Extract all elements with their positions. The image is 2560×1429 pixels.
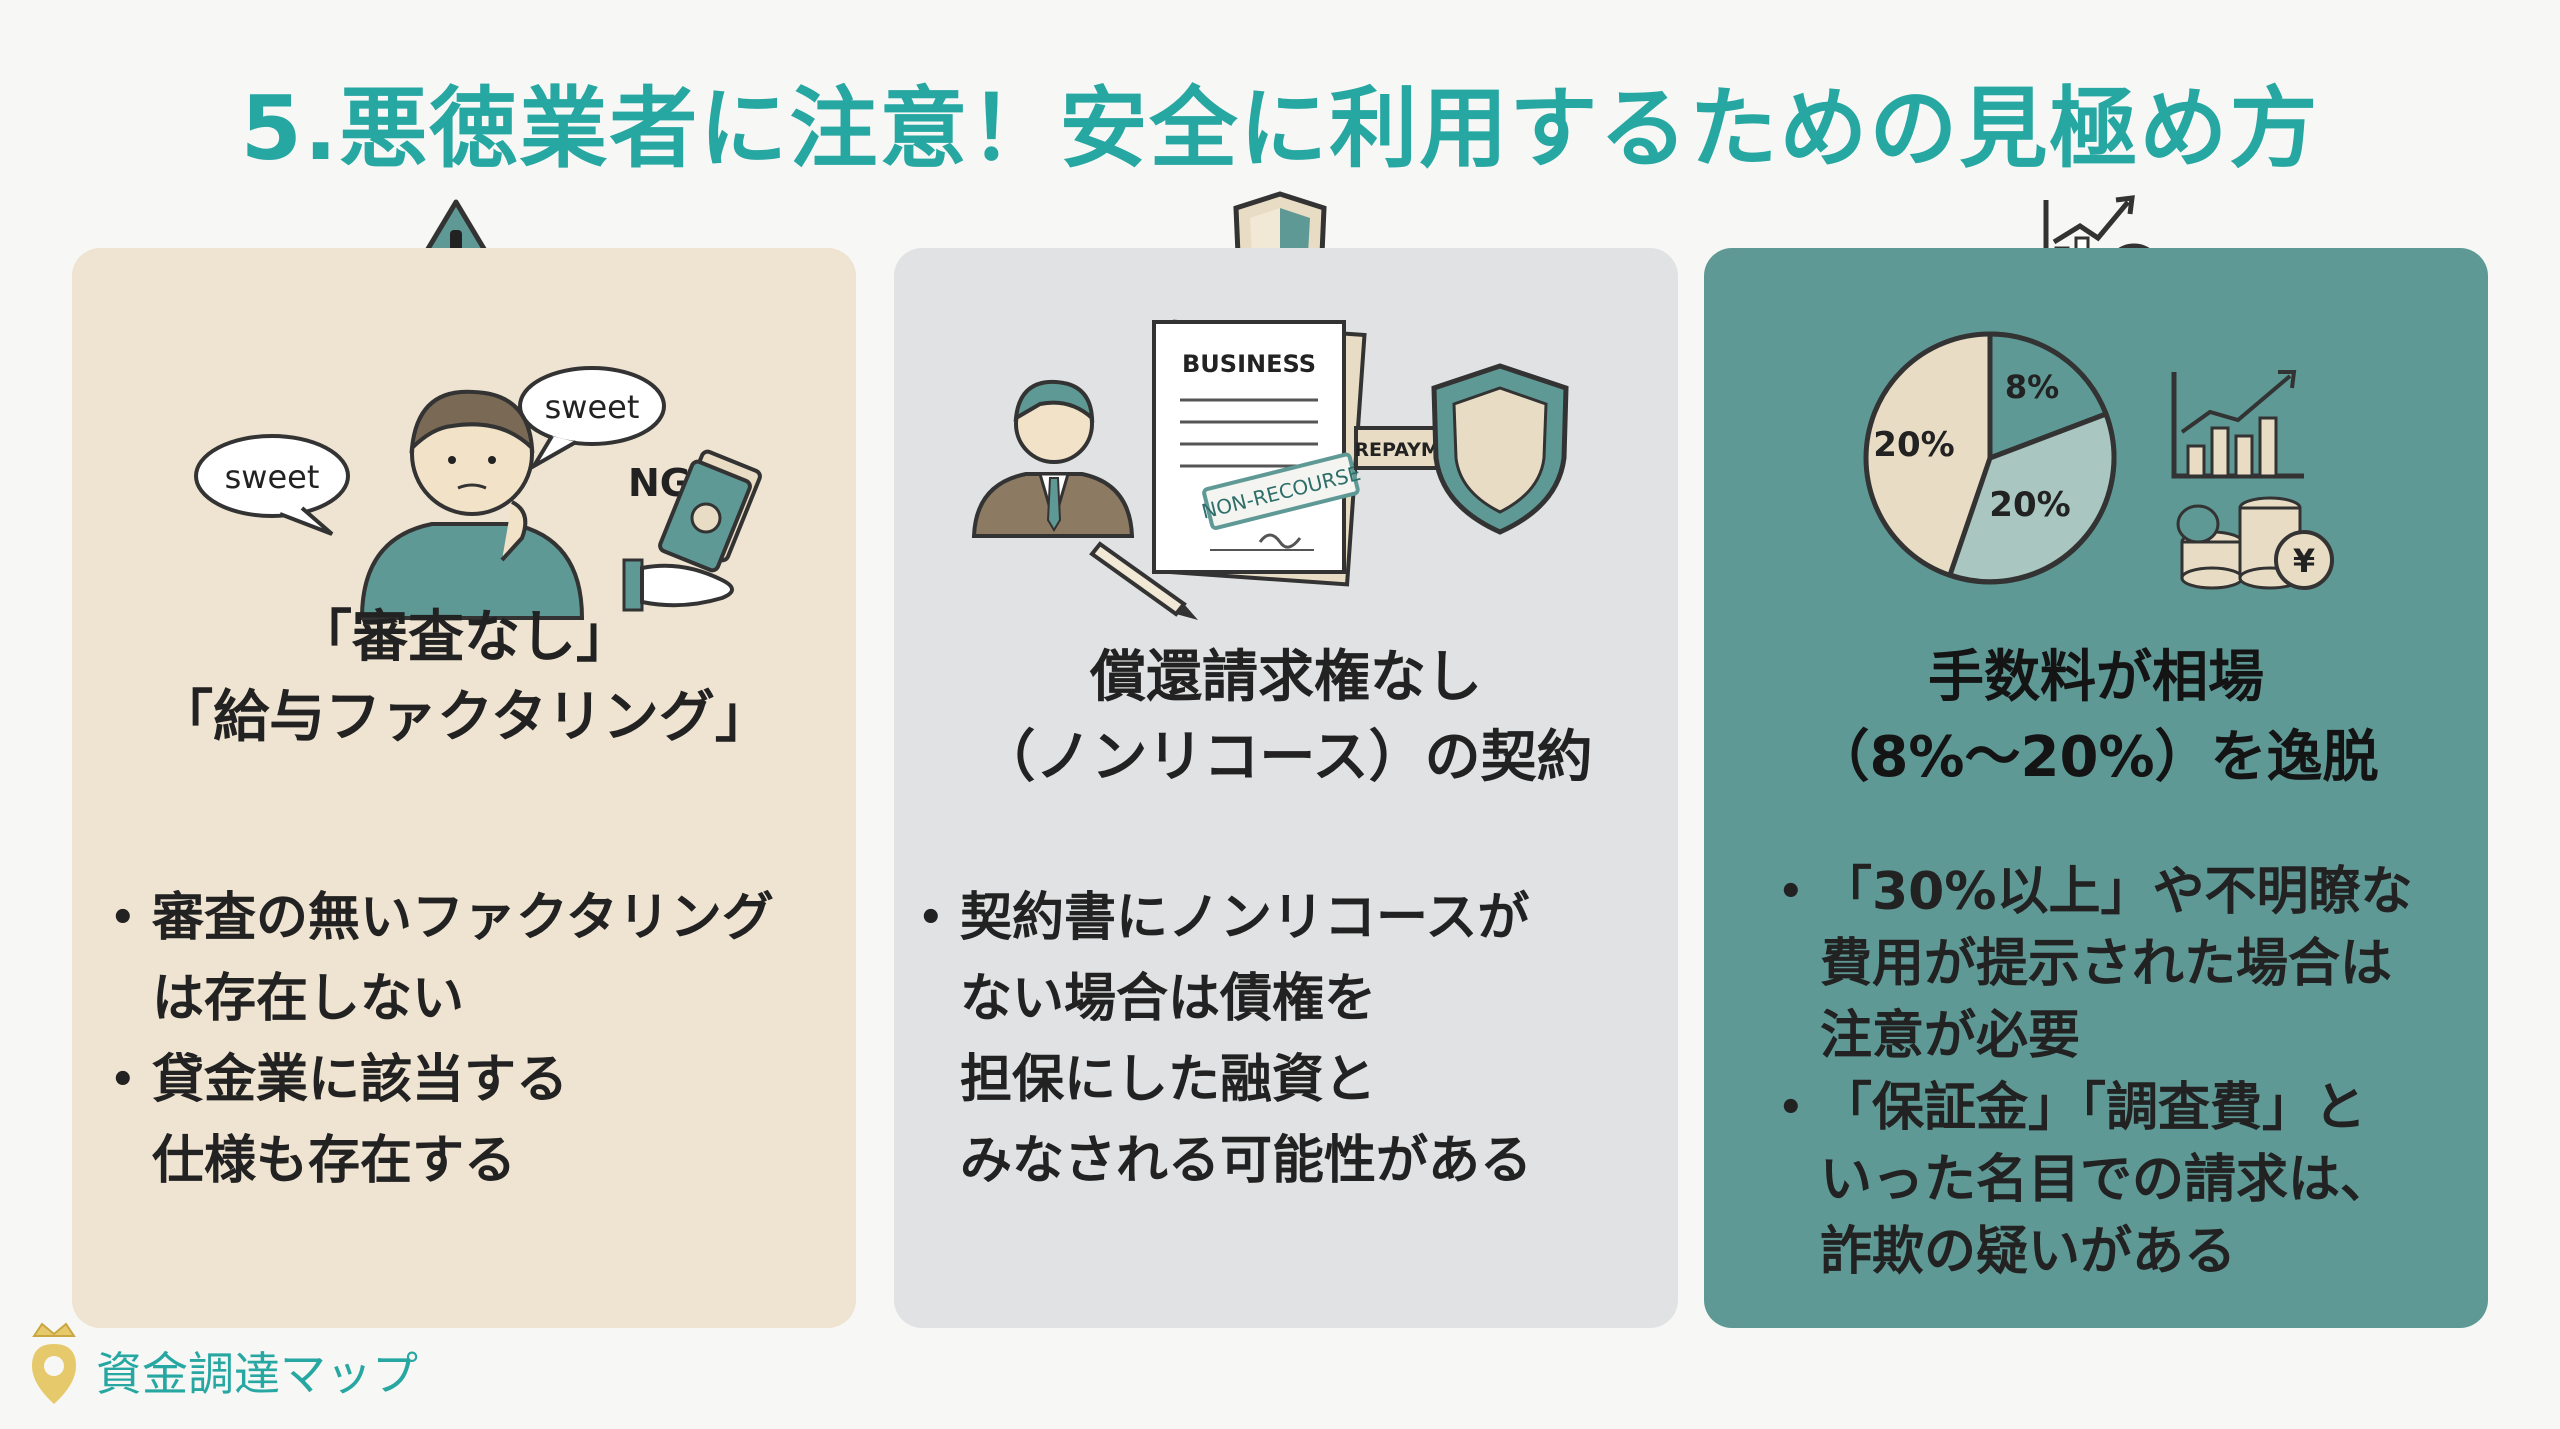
bullet-list: 契約書にノンリコースが ない場合は債権を 担保にした融資と みなされる可能性があ… — [914, 878, 1532, 1202]
worried-person-illustration: sweet sweet NG — [194, 366, 762, 620]
businessman-icon — [971, 379, 1135, 538]
coins-icon: ¥ — [2176, 496, 2334, 590]
money-icon — [658, 449, 762, 573]
contract-illustration: BUSINESS NON-RECOURSE REPAYMENT — [971, 319, 1569, 620]
pie-chart-icon: 8% 20% 20% — [1863, 331, 2117, 585]
document-title: BUSINESS — [1182, 350, 1316, 378]
card-heading-line: 「審査なし」 — [296, 605, 632, 670]
card-heading-line: （ノンリコース）の契約 — [979, 725, 1593, 790]
brand-name: 資金調達マップ — [96, 1347, 418, 1401]
bubble-text-sweet: sweet — [545, 388, 640, 426]
card-non-recourse: BUSINESS NON-RECOURSE REPAYMENT 償還 — [894, 248, 1678, 1328]
fee-pie-illustration: 8% 20% 20% ¥ — [1863, 331, 2334, 590]
bullet-item: 「保証金」「調査費」と いった名目での請求は、 詐欺の疑いがある — [1774, 1072, 2412, 1288]
person-icon — [359, 389, 585, 620]
bullet-list: 「30%以上」や不明瞭な 費用が提示された場合は 注意が必要 「保証金」「調査費… — [1774, 856, 2412, 1288]
pie-label: 20% — [1873, 425, 1954, 465]
card-heading-line: 「給与ファクタリング」 — [157, 685, 771, 750]
card-fees: 8% 20% 20% ¥ 手数料が相場 （8%〜20%）を逸脱 — [1704, 248, 2488, 1328]
card-screening: sweet sweet NG 「審 — [72, 248, 856, 1328]
speech-bubble-left: sweet — [194, 434, 350, 536]
bullet-item: 審査の無いファクタリング は存在しない — [106, 878, 774, 1040]
pie-label: 20% — [1989, 485, 2070, 525]
brand-logo-icon — [32, 1322, 76, 1404]
page-title: 5.悪徳業者に注意！安全に利用するための見極め方 — [240, 77, 2320, 180]
bullet-list: 審査の無いファクタリング は存在しない 貸金業に該当する 仕様も存在する — [106, 878, 774, 1202]
bullet-item: 貸金業に該当する 仕様も存在する — [106, 1040, 774, 1202]
yen-symbol: ¥ — [2293, 542, 2315, 580]
bullet-item: 契約書にノンリコースが ない場合は債権を 担保にした融資と みなされる可能性があ… — [914, 878, 1532, 1202]
card-heading-line: 償還請求権なし — [1090, 645, 1482, 710]
hand-icon — [622, 558, 734, 612]
card-heading-line: 手数料が相場 — [1928, 645, 2264, 710]
pen-icon — [1089, 541, 1198, 620]
bubble-text-sweet: sweet — [225, 458, 320, 496]
pie-label: 8% — [2005, 368, 2059, 406]
shield-check-icon — [1431, 363, 1569, 535]
document-icon: BUSINESS — [1152, 319, 1367, 587]
card-heading-line: （8%〜20%）を逸脱 — [1813, 725, 2379, 790]
speech-bubble-right: sweet — [518, 366, 666, 472]
bar-chart-icon — [2171, 370, 2304, 479]
bullet-item: 「30%以上」や不明瞭な 費用が提示された場合は 注意が必要 — [1774, 856, 2412, 1072]
